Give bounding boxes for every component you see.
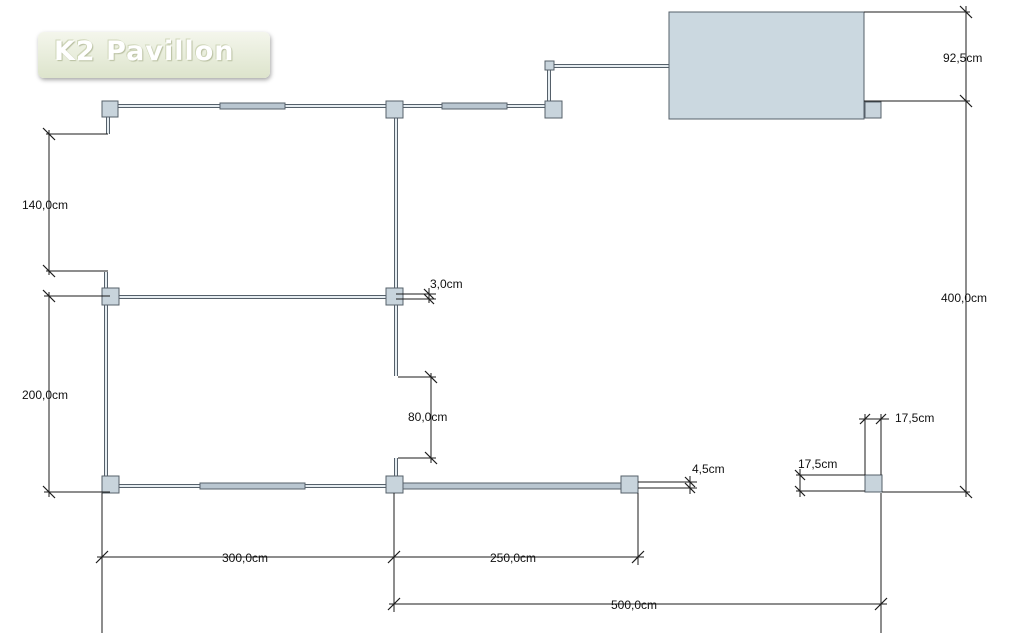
label-17-5cm-left: 17,5cm (798, 457, 837, 471)
label-3cm: 3,0cm (430, 277, 463, 291)
dimension-labels: 140,0cm 200,0cm 3,0cm 80,0cm 300,0cm 250… (22, 51, 987, 612)
post-bottom-left (101, 475, 120, 494)
label-500cm: 500,0cm (611, 598, 657, 612)
label-250cm: 250,0cm (490, 551, 536, 565)
rail-panel-top-right (441, 102, 508, 110)
label-4-5cm: 4,5cm (692, 462, 725, 476)
post-connector-small (544, 60, 555, 71)
label-140cm: 140,0cm (22, 198, 68, 212)
post-top-right (544, 100, 563, 119)
post-top-left (101, 100, 119, 118)
post-isolated (864, 474, 883, 493)
label-17-5cm-top: 17,5cm (895, 411, 934, 425)
logo-text: K2 Pavillon (54, 36, 235, 67)
rail-panel-bottom-right (401, 482, 623, 490)
label-200cm: 200,0cm (22, 388, 68, 402)
post-bottom-middle (385, 475, 404, 494)
large-panel (668, 11, 865, 120)
post-middle-center (385, 287, 404, 306)
rail-panel-top-left (219, 102, 286, 110)
post-top-middle (385, 100, 404, 119)
logo-badge (38, 32, 270, 78)
rail-panel-bottom (199, 482, 306, 490)
label-400cm: 400,0cm (941, 291, 987, 305)
post-bottom-right (620, 475, 639, 494)
post-panel-corner (864, 101, 882, 119)
wall-profiles (104, 64, 670, 488)
label-80cm: 80,0cm (408, 410, 447, 424)
label-92-5cm: 92,5cm (943, 51, 982, 65)
posts (101, 60, 883, 494)
dimension-lines (42, 5, 973, 633)
rail-panels (199, 102, 623, 490)
label-300cm: 300,0cm (222, 551, 268, 565)
